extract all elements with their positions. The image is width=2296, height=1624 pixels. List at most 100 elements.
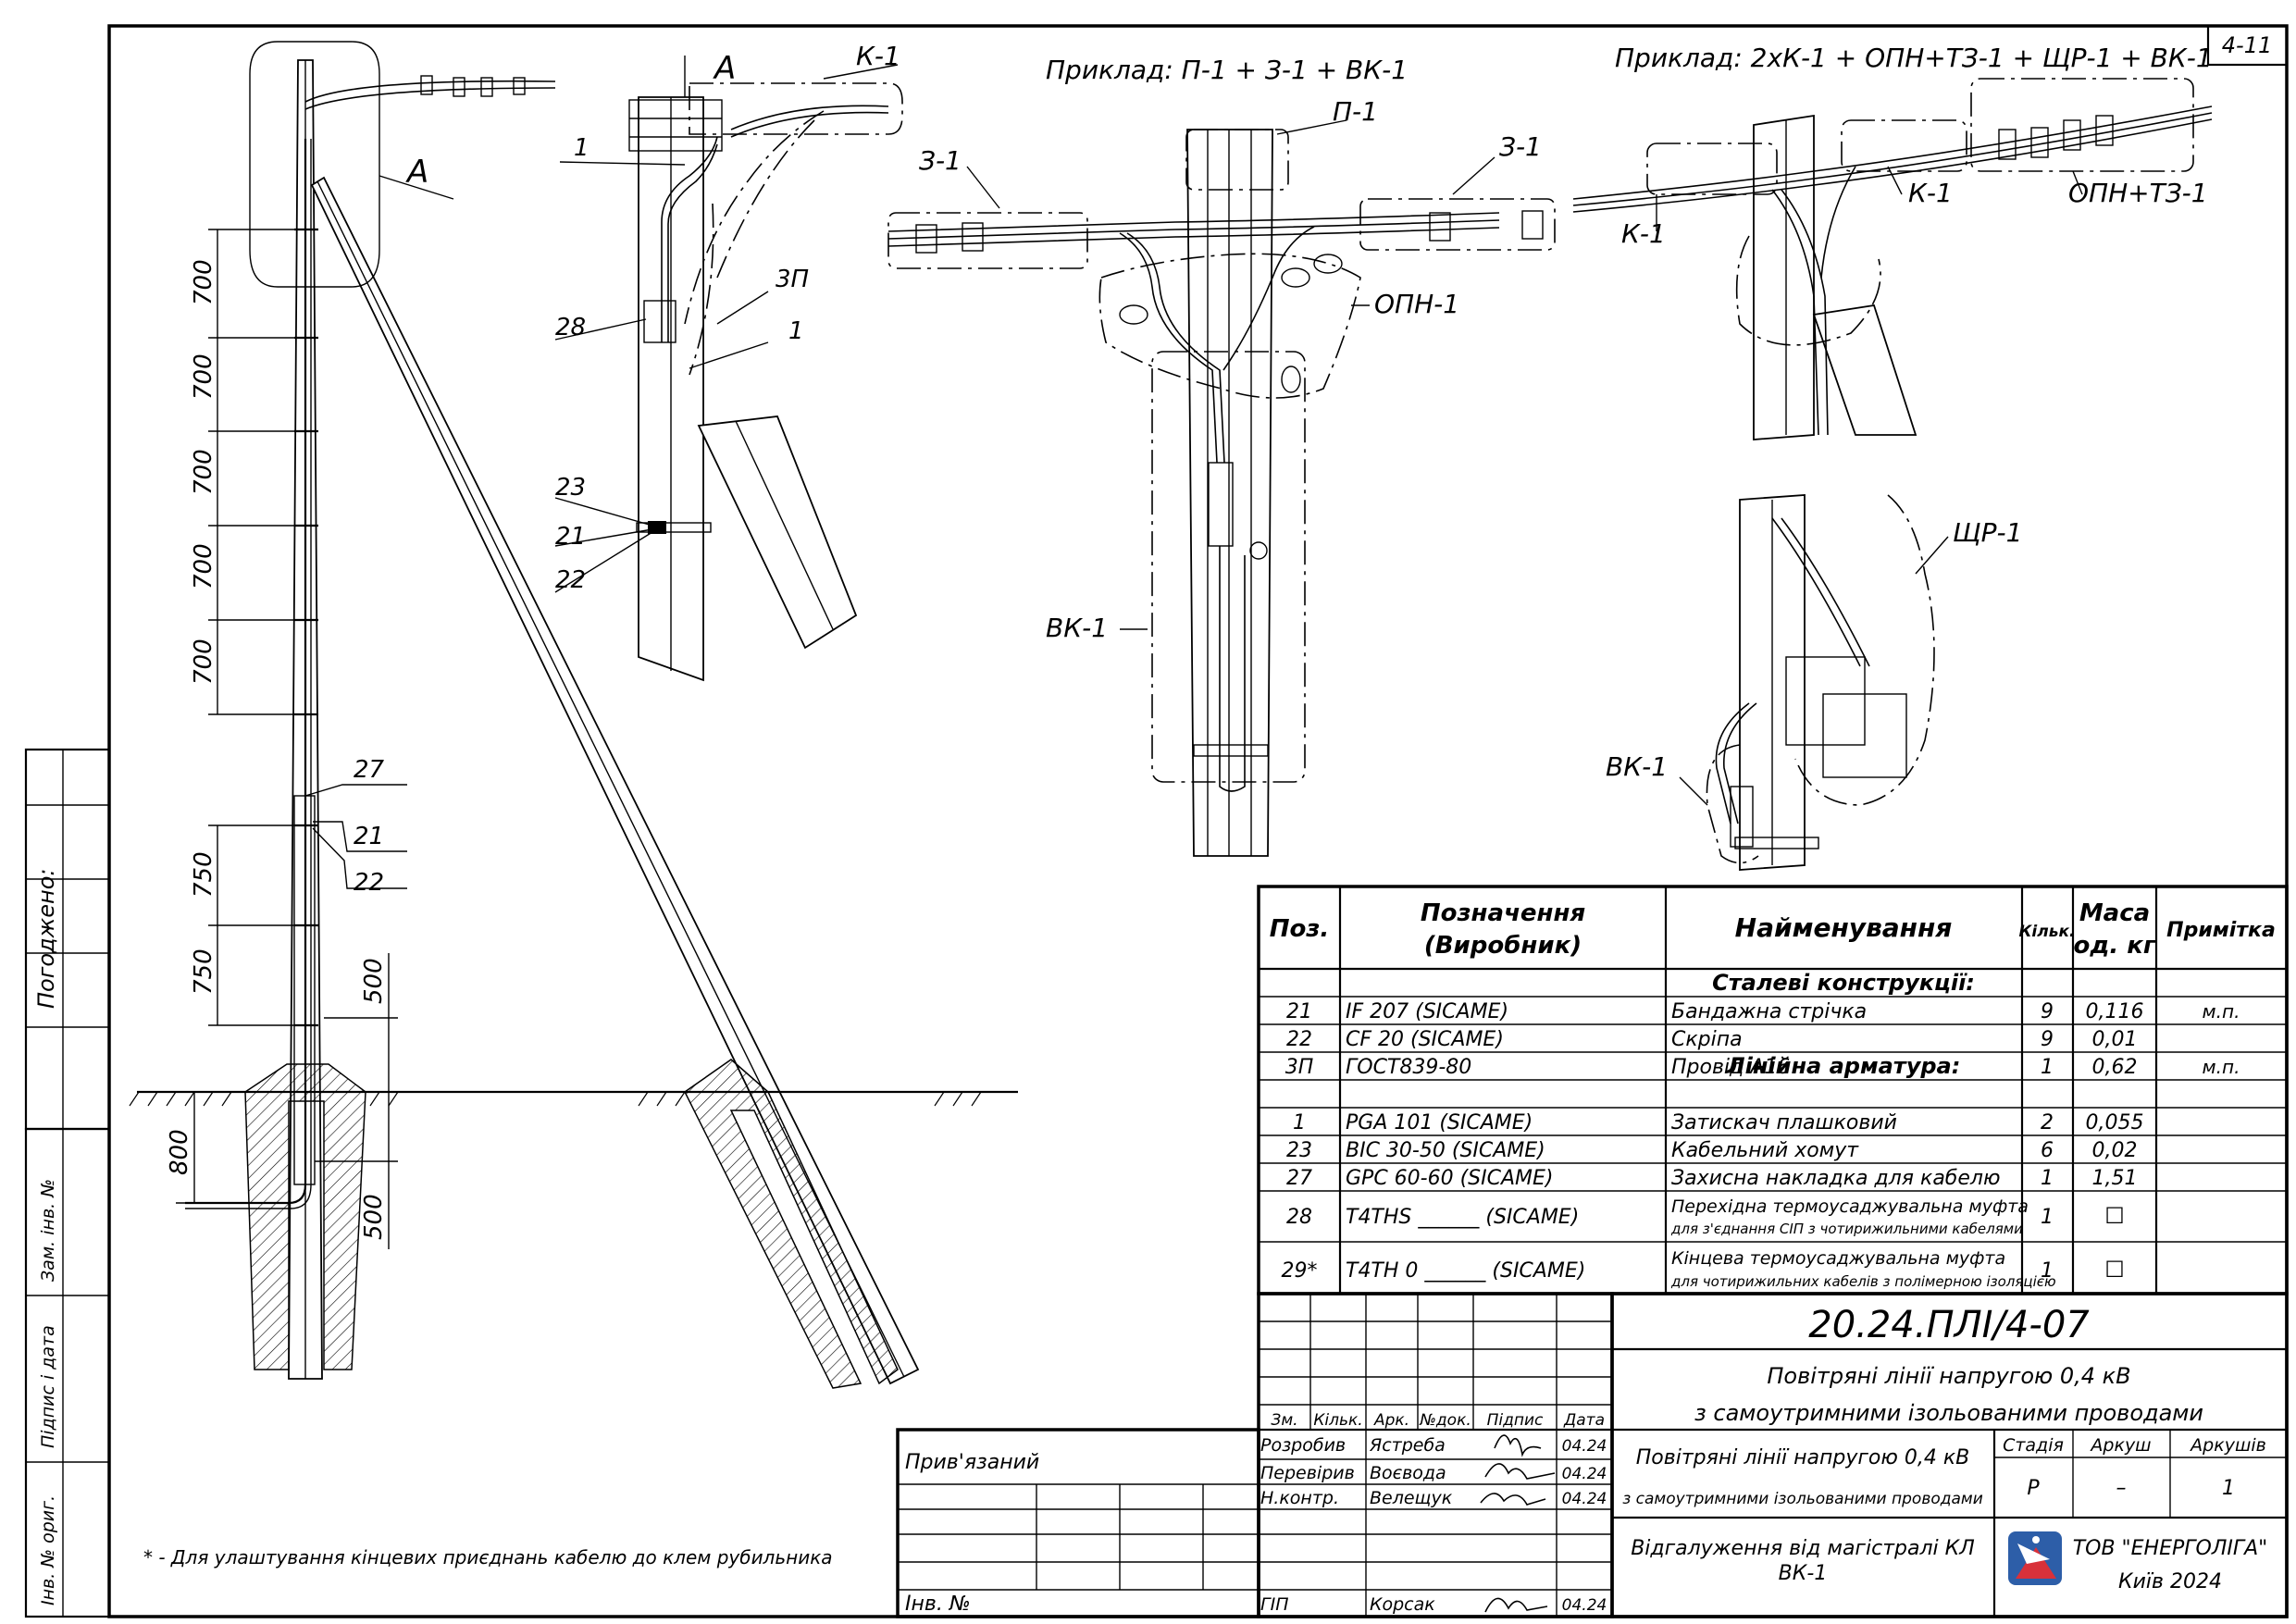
col-code-header-1: Позначення — [1421, 899, 1585, 927]
col-code-header-2: (Виробник) — [1424, 932, 1582, 960]
rev-h-doc: №док. — [1419, 1411, 1471, 1430]
object-title-line2: з самоутримними ізольованими проводами — [1622, 1490, 1983, 1508]
example-1-caption: Приклад: П-1 + З-1 + ВК-1 — [1046, 55, 1408, 85]
stamp-replace-inv: Зам. інв. № — [38, 1179, 58, 1282]
vk1-label-ex2: ВК-1 — [1606, 751, 1668, 782]
role-norm: Н.контр. — [1260, 1488, 1339, 1508]
date-checker: 04.24 — [1562, 1465, 1607, 1483]
svg-text:27: 27 — [1286, 1167, 1312, 1190]
view-a-outline — [249, 41, 380, 288]
section-fittings: Лінійна арматура: — [1726, 1053, 1961, 1079]
main-title-line2: з самоутримними ізольованими проводами — [1694, 1400, 2203, 1426]
main-title-line1: Повітряні лінії напругою 0,4 кВ — [1767, 1363, 2130, 1389]
section-steel: Сталеві конструкції: — [1712, 970, 1975, 996]
sheet-header: Аркуш — [2089, 1435, 2151, 1456]
svg-text:0,01: 0,01 — [2092, 1028, 2138, 1051]
company-city: Київ 2024 — [2118, 1570, 2222, 1593]
signatures — [1480, 1434, 1556, 1613]
pos-21-label-detail: 21 — [555, 523, 586, 551]
svg-text:22: 22 — [1286, 1028, 1312, 1051]
sheets-value: 1 — [2222, 1477, 2235, 1500]
svg-text:1: 1 — [2041, 1206, 2054, 1229]
svg-text:Затискач плашковий: Затискач плашковий — [1671, 1111, 1897, 1134]
pos-1-label-a: 1 — [574, 134, 590, 162]
dim-700-2: 700 — [190, 353, 217, 400]
table-row: 27 GPC 60-60 (SICAME) Захисна накладка д… — [1286, 1167, 2137, 1190]
table-row: 29* T4TH 0 ______ (SICAME) Кінцева термо… — [1282, 1248, 2125, 1290]
view-a-label: А — [405, 154, 428, 191]
col-pos-header: Поз. — [1270, 915, 1330, 943]
stage-value: Р — [2027, 1477, 2040, 1500]
dim-750-1: 750 — [190, 851, 217, 898]
svg-text:1: 1 — [2041, 1056, 2054, 1079]
svg-text:м.п.: м.п. — [2203, 1000, 2240, 1023]
svg-text:IF 207 (SICAME): IF 207 (SICAME) — [1346, 1000, 1508, 1023]
pos-27-label: 27 — [354, 756, 385, 784]
col-mass-header-2: од. кг — [2073, 932, 2156, 960]
rev-h-sign: Підпис — [1487, 1411, 1544, 1430]
table-row: 22 CF 20 (SICAME) Скріпа 9 0,01 — [1286, 1028, 2137, 1051]
detail-a-drawing: К-1 А 28 3П 1 1 23 21 22 — [554, 41, 903, 682]
role-developer: Розробив — [1260, 1435, 1346, 1456]
sheet-code: 4-11 — [2222, 32, 2272, 58]
svg-text:0,02: 0,02 — [2092, 1139, 2138, 1162]
stamp-sign-date: Підпис і дата — [38, 1325, 58, 1448]
svg-text:CF 20 (SICAME): CF 20 (SICAME) — [1346, 1028, 1504, 1051]
col-mass-header-1: Маса — [2079, 899, 2150, 927]
dim-700-5: 700 — [190, 638, 217, 685]
svg-text:0,055: 0,055 — [2086, 1111, 2144, 1134]
sheet-title-line2: ВК-1 — [1779, 1562, 1828, 1585]
svg-text:0,62: 0,62 — [2092, 1056, 2138, 1079]
pos-22-label-detail: 22 — [555, 566, 586, 594]
svg-text:0,116: 0,116 — [2086, 1000, 2144, 1023]
view-a-label-detail: А — [713, 50, 736, 87]
svg-text:1: 1 — [2041, 1167, 2054, 1190]
svg-text:для з'єднання СІП з чотирижиль: для з'єднання СІП з чотирижильними кабел… — [1670, 1221, 2023, 1237]
sheet-code-box: 4-11 — [2206, 24, 2289, 67]
table-row: 3П ГОСТ839-80 Провід А16 1 0,62 м.п. — [1285, 1056, 2240, 1079]
svg-text:Провід А16: Провід А16 — [1671, 1056, 1790, 1079]
svg-text:3П: 3П — [1285, 1056, 1314, 1079]
pos-28-label: 28 — [555, 314, 586, 341]
linked-label: Прив'язаний — [905, 1451, 1039, 1474]
svg-text:T4TH 0 ______ (SICAME): T4TH 0 ______ (SICAME) — [1346, 1259, 1585, 1283]
rev-h-qty: Кільк. — [1313, 1411, 1362, 1430]
p1-label: П-1 — [1333, 96, 1378, 127]
insulators-top — [420, 75, 526, 97]
shr1-label: ЩР-1 — [1953, 517, 2022, 548]
sheets-header: Аркушів — [2189, 1435, 2266, 1456]
svg-text:6: 6 — [2041, 1139, 2054, 1162]
example-2-caption: Приклад: 2хК-1 + ОПН+ТЗ-1 + ЩР-1 + ВК-1 — [1615, 43, 2213, 73]
svg-text:Перехідна термоусаджувальна му: Перехідна термоусаджувальна муфта — [1671, 1196, 2029, 1217]
svg-text:для чотирижильних кабелів з по: для чотирижильних кабелів з полімерною і… — [1670, 1273, 2056, 1290]
pos-3p-label: 3П — [776, 266, 809, 293]
k1-label-left: К-1 — [1621, 218, 1666, 249]
svg-text:Кабельний хомут: Кабельний хомут — [1671, 1139, 1859, 1162]
svg-text:☐: ☐ — [2104, 1257, 2125, 1283]
rev-h-zm: Зм. — [1271, 1411, 1297, 1430]
company-logo — [2008, 1531, 2062, 1585]
rev-h-date: Дата — [1563, 1411, 1605, 1430]
k1-label-detail: К-1 — [856, 41, 900, 71]
svg-text:9: 9 — [2041, 1000, 2054, 1023]
svg-text:Бандажна стрічка: Бандажна стрічка — [1671, 1000, 1867, 1023]
z1-label-left: З-1 — [919, 145, 962, 176]
svg-text:GPC 60-60 (SICAME): GPC 60-60 (SICAME) — [1346, 1167, 1554, 1190]
svg-text:Скріпа: Скріпа — [1671, 1028, 1743, 1051]
title-block: Зм. Кільк. Арк. №док. Підпис Дата Розроб… — [896, 1292, 2289, 1618]
svg-text:9: 9 — [2041, 1028, 2054, 1051]
col-name-header: Найменування — [1735, 912, 1953, 943]
sheet-value: – — [2116, 1477, 2127, 1500]
col-qty-header: Кільк. — [2019, 923, 2076, 941]
role-checker: Перевірив — [1260, 1463, 1355, 1483]
dim-700-4: 700 — [190, 543, 217, 589]
svg-text:28: 28 — [1286, 1206, 1312, 1229]
name-checker: Воєвода — [1370, 1463, 1446, 1483]
dim-700-3: 700 — [190, 449, 217, 495]
svg-text:1: 1 — [1293, 1111, 1306, 1134]
svg-text:PGA 101 (SICAME): PGA 101 (SICAME) — [1346, 1111, 1533, 1134]
date-gip: 04.24 — [1562, 1596, 1607, 1615]
dim-800: 800 — [166, 1129, 193, 1175]
date-norm: 04.24 — [1562, 1490, 1607, 1508]
ground — [129, 1059, 1018, 1389]
